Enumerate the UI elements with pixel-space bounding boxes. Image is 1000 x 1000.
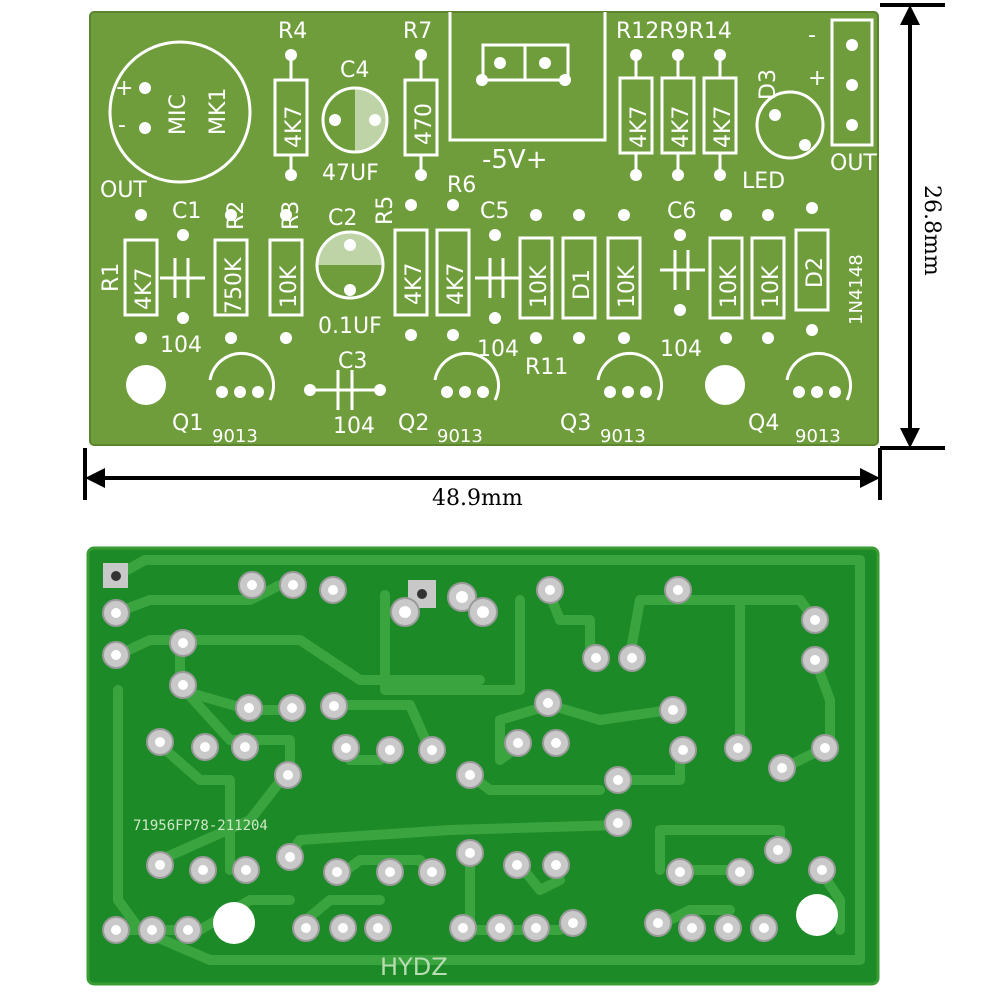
board-code-label: 71956FP78-211204	[133, 818, 268, 834]
silkscreen-outlines	[108, 12, 874, 410]
r5-label: R5	[373, 196, 398, 225]
q1-label: Q1	[172, 411, 203, 436]
c2-value: 0.1UF	[318, 314, 382, 339]
r4-label: R4	[278, 19, 307, 44]
top-pcb-view: MIC MK1 + - OUT R4 4K7 C4 47UF R7 470 -5…	[83, 3, 945, 511]
mic-plus-label: +	[115, 76, 133, 101]
c6-value: 104	[660, 337, 702, 362]
r4-value: 4K7	[282, 106, 307, 148]
r13-value: 10K	[717, 265, 742, 308]
r7-value: 470	[412, 103, 437, 145]
brand-label: HYDZ	[380, 953, 448, 981]
d2-label: D2	[803, 257, 828, 288]
q4-part: 9013	[795, 426, 841, 447]
d3-label: D3	[756, 69, 781, 100]
c3-value: 104	[333, 414, 375, 439]
q1-part: 9013	[212, 426, 258, 447]
c5-label: C5	[480, 199, 509, 224]
r6-label: R6	[447, 173, 476, 198]
conn-minus-label: -	[808, 23, 816, 48]
r12-value: 4K7	[627, 106, 652, 148]
r10-value: 10K	[615, 265, 640, 308]
dimension-lines	[83, 3, 945, 500]
c1-label: C1	[172, 199, 201, 224]
out-right-label: OUT	[830, 151, 877, 176]
r9-value: 4K7	[669, 106, 694, 148]
r14-value: 4K7	[711, 106, 736, 148]
mk1-label: MK1	[206, 88, 231, 135]
c4-value: 47UF	[322, 161, 379, 186]
power-label: -5V+	[482, 145, 548, 175]
c3-label: C3	[338, 349, 367, 374]
out-left-label: OUT	[100, 178, 147, 203]
q2-label: Q2	[398, 411, 429, 436]
bottom-pcb-view: 71956FP78-211204 HYDZ	[86, 546, 880, 986]
c2-label: C2	[328, 206, 357, 231]
r2-label: R2	[224, 201, 249, 230]
led-label: LED	[742, 169, 785, 194]
height-dimension-label: 26.8mm	[919, 185, 944, 276]
r3-value: 10K	[277, 265, 302, 308]
r2-value: 750K	[222, 257, 247, 314]
r1-value: 4K7	[132, 268, 157, 310]
mic-minus-label: -	[118, 113, 126, 138]
d1-label: D1	[570, 269, 595, 300]
q2-part: 9013	[437, 426, 483, 447]
c4-label: C4	[340, 58, 369, 83]
q3-part: 9013	[600, 426, 646, 447]
solder-pads	[103, 563, 436, 608]
d2-part-label: 1N4148	[846, 254, 867, 325]
r5-value: 4K7	[402, 263, 427, 305]
mic-label: MIC	[166, 94, 191, 135]
r15-value: 10K	[759, 265, 784, 308]
conn-plus-label: +	[808, 66, 826, 91]
r7-label: R7	[403, 19, 432, 44]
c6-label: C6	[667, 199, 696, 224]
r3-label: R3	[279, 201, 304, 230]
width-dimension-label: 48.9mm	[432, 486, 523, 511]
r6-value: 4K7	[444, 263, 469, 305]
r11-label: R11	[525, 355, 568, 380]
q3-label: Q3	[560, 411, 591, 436]
c5-value: 104	[477, 337, 519, 362]
r1-label: R1	[99, 263, 124, 292]
r12-r9-r14-label: R12R9R14	[616, 19, 732, 44]
q4-label: Q4	[748, 411, 779, 436]
r8-value: 10K	[527, 265, 552, 308]
drill-holes	[126, 39, 858, 405]
c1-value: 104	[160, 333, 202, 358]
